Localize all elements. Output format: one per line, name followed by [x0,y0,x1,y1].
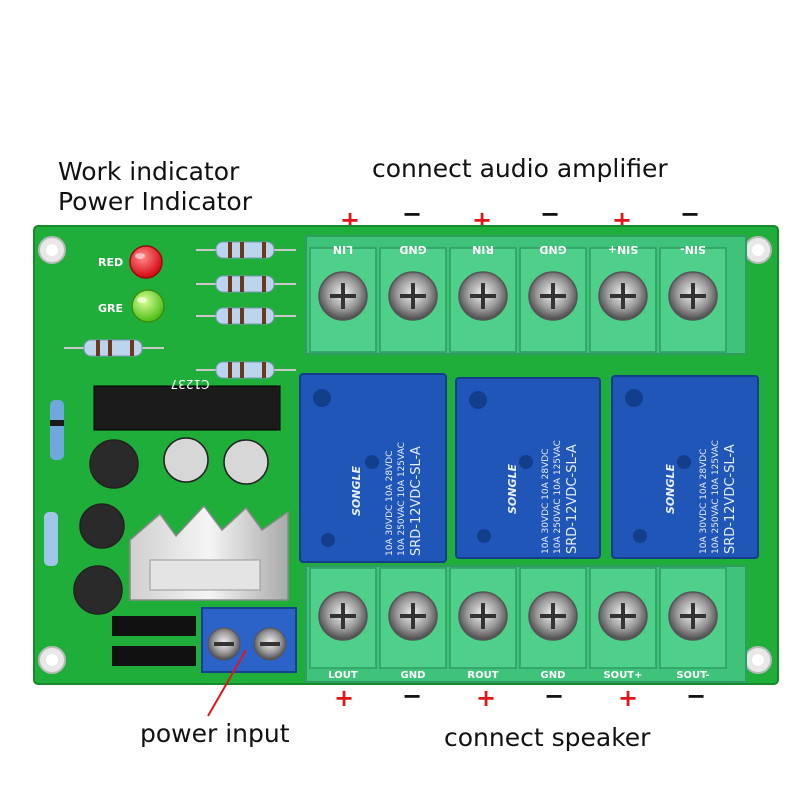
power-input-pointer [207,649,247,717]
label-rout: ROUT [467,670,498,681]
red-led [129,245,163,279]
green-led-label: GRE [98,302,123,315]
label-rin: RIN [472,243,494,256]
bottom-polarity-5: + [618,684,639,712]
top-polarity-4: − [540,200,561,228]
relay-1-model: SRD-12VDC-SL-A [409,446,424,556]
label-gnd-2: GND [539,243,566,256]
relay-2-rating-2: 10A 30VDC 10A 28VDC [541,449,551,554]
relay-1-rating-1: 10A 250VAC 10A 125VAC [397,442,407,556]
connect-amplifier-caption: connect audio amplifier [372,154,668,183]
chip-label: C1237 [171,377,210,391]
label-gnd-3: GND [401,670,426,681]
heat-sink [129,504,289,601]
bottom-polarity-6: − [686,682,707,710]
relay-3-rating-2: 10A 30VDC 10A 28VDC [699,449,709,554]
power-input-caption: power input [140,719,290,748]
relay-1-rating-2: 10A 30VDC 10A 28VDC [385,451,395,556]
connect-speaker-caption: connect speaker [444,723,651,752]
top-polarity-2: − [402,200,423,228]
capacitor [73,437,269,615]
top-polarity-6: − [680,200,701,228]
label-gnd-1: GND [399,243,426,256]
label-sout-plus: SOUT+ [603,670,642,681]
power-input-terminal [201,607,297,673]
work-indicator-caption: Work indicator [58,157,240,186]
label-sin-plus: SIN+ [608,243,638,256]
relay-1 [299,373,447,563]
relay-2-brand: SONGLE [506,463,519,514]
relay-3-model: SRD-12VDC-SL-A [723,444,738,554]
relay-3 [611,375,759,559]
relay-2-rating-1: 10A 250VAC 10A 125VAC [553,440,563,554]
red-led-label: RED [98,256,123,269]
relay-3-brand: SONGLE [664,463,677,514]
power-indicator-caption: Power Indicator [58,187,253,216]
label-sout-minus: SOUT- [676,670,709,681]
bottom-terminal-block [305,565,747,683]
bottom-polarity-4: − [544,682,565,710]
label-lin: LIN [333,243,353,256]
bottom-polarity-3: + [476,684,497,712]
bottom-polarity-1: + [334,684,355,712]
green-led [131,289,165,323]
relay-2 [455,377,601,559]
rectifier-diode [112,616,196,666]
label-sin-minus: SIN- [680,243,706,256]
top-terminal-block [305,235,747,355]
ic-chip: C1237 [93,377,281,431]
relay-1-brand: SONGLE [350,465,363,516]
bottom-polarity-2: − [402,682,423,710]
diode [44,400,64,566]
relay-2-model: SRD-12VDC-SL-A [565,444,580,554]
label-gnd-4: GND [541,670,566,681]
relay-3-rating-1: 10A 250VAC 10A 125VAC [711,440,721,554]
label-lout: LOUT [328,670,358,681]
